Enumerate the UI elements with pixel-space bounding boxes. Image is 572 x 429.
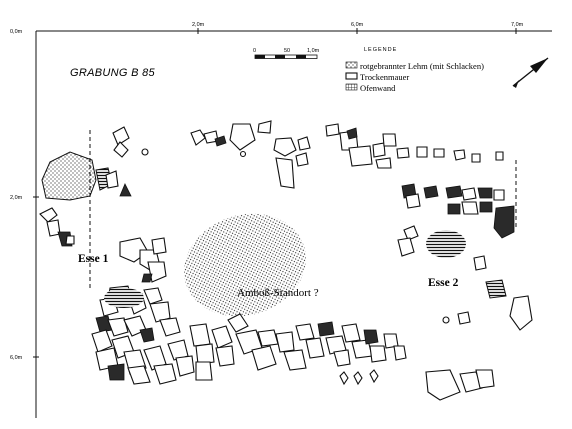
bar-scale-label: 0 [253, 48, 256, 54]
bar-scale [254, 54, 318, 59]
hearth-1-stones [39, 151, 181, 343]
figure-title: GRABUNG B 85 [70, 67, 155, 79]
trench-boundary [89, 130, 517, 290]
hearth-1-furnace [104, 288, 144, 308]
plan-frame [33, 28, 552, 418]
left-scale-tick-label: 0,0m [10, 29, 23, 35]
legend-swatch-hatch [345, 83, 358, 91]
anvil-area [184, 213, 306, 317]
top-scale-tick-label: 6,0m [351, 22, 364, 28]
legend-swatch-stipple [345, 61, 358, 69]
left-scale-tick-label: 6,0m [10, 355, 23, 361]
legend-item-label: Trockenmauer [360, 72, 409, 82]
drystone-wall-north [112, 120, 504, 189]
hearth-2-stones [397, 183, 533, 331]
legend: LEGENDE rotgebrannter Lehm (mit Schlacke… [345, 47, 484, 93]
legend-swatch-stone [345, 72, 358, 80]
label-esse-1: Esse 1 [78, 253, 109, 265]
legend-item-label: Ofenwand [360, 83, 396, 93]
label-anvil-location: Amboß-Standort ? [237, 287, 319, 299]
north-arrow-icon [512, 57, 549, 88]
left-scale-tick-label: 2,0m [10, 195, 23, 201]
bar-scale-label: 1,0m [307, 48, 320, 54]
legend-item-label: rotgebrannter Lehm (mit Schlacken) [360, 61, 484, 71]
bar-scale-label: 50 [284, 48, 290, 54]
top-scale-tick-label: 2,0m [192, 22, 205, 28]
top-scale-tick-label: 7,0m [511, 22, 524, 28]
label-esse-2: Esse 2 [428, 277, 459, 289]
drystone-wall-south [91, 313, 495, 401]
legend-heading: LEGENDE [364, 47, 397, 53]
